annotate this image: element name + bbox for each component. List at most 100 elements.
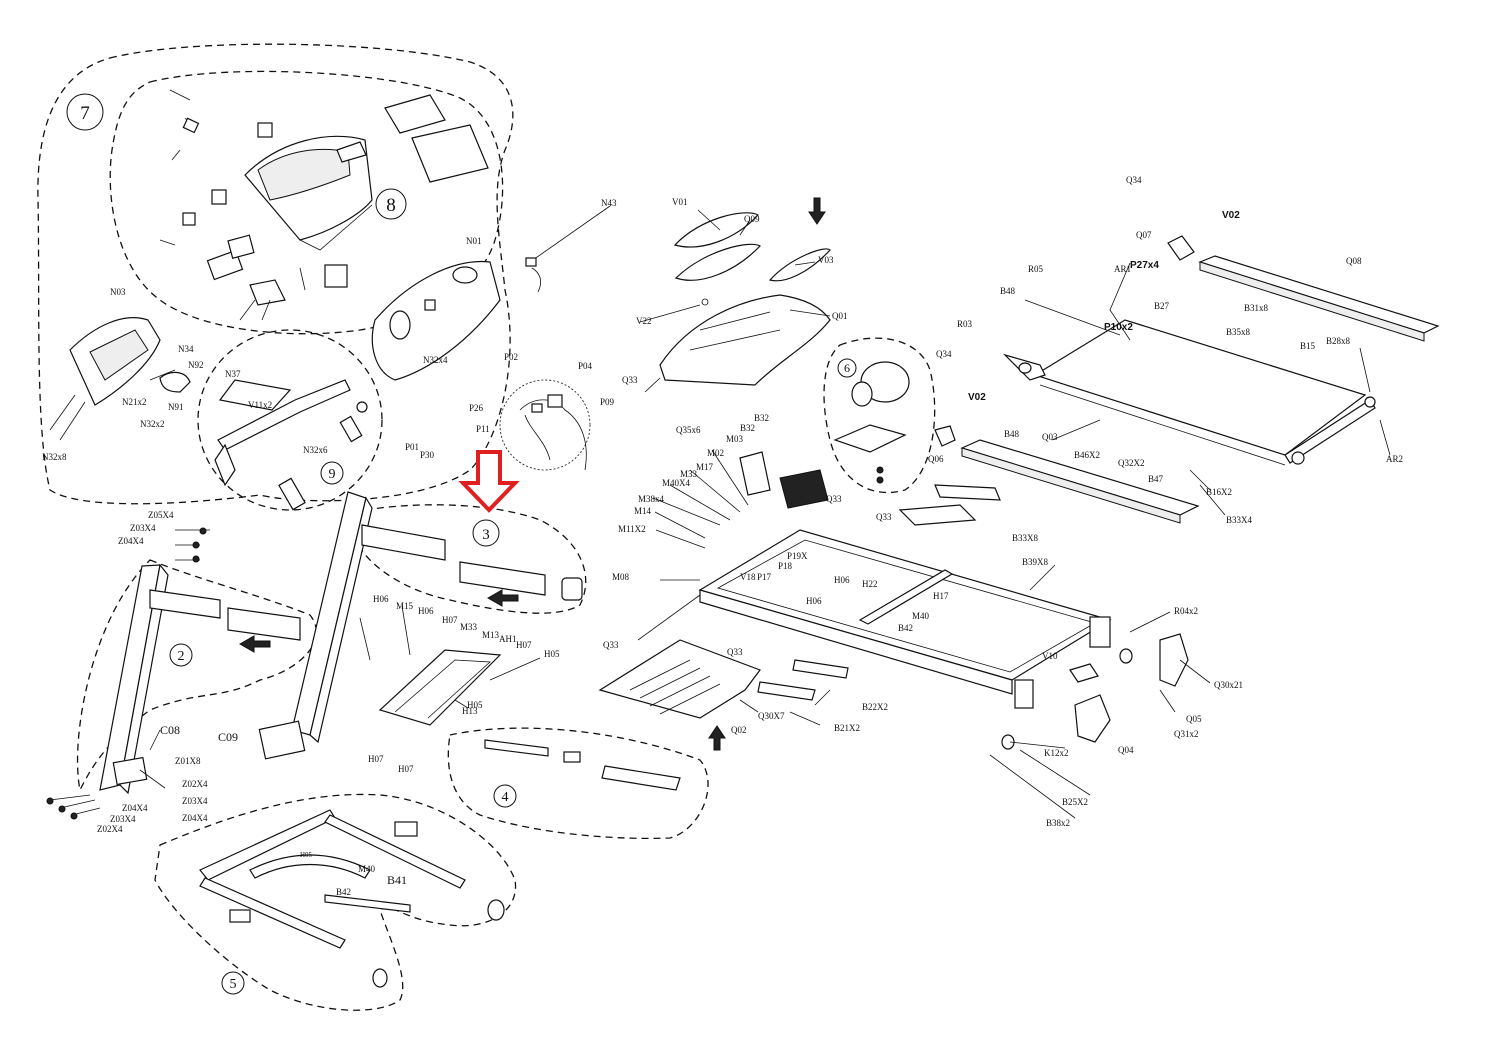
label-R05: R05 bbox=[1028, 264, 1044, 274]
label-M40X4: M40X4 bbox=[662, 478, 691, 488]
label-H07d: H07 bbox=[398, 764, 414, 774]
label-M17: M17 bbox=[696, 462, 714, 472]
label-Q01: Q01 bbox=[832, 311, 848, 321]
label-Z02X4-bot: Z02X4 bbox=[97, 824, 123, 834]
right-upright-post bbox=[258, 491, 583, 760]
label-Q33e: Q33 bbox=[727, 647, 743, 657]
label-B33X8: B33X8 bbox=[1012, 533, 1039, 543]
label-H06a: H06 bbox=[373, 594, 389, 604]
label-P19X: P19X bbox=[787, 551, 808, 561]
console-frame-n03 bbox=[49, 317, 191, 441]
label-N03: N03 bbox=[110, 287, 126, 297]
controller-board bbox=[739, 451, 829, 509]
label-B38x2: B38x2 bbox=[1046, 818, 1070, 828]
label-N43: N43 bbox=[601, 198, 617, 208]
label-P02: P02 bbox=[504, 352, 518, 362]
label-C08: C08 bbox=[160, 723, 180, 737]
group-4-boundary bbox=[447, 727, 709, 840]
console-upper-housing bbox=[244, 122, 373, 251]
label-B42b: B42 bbox=[898, 623, 913, 633]
label-Q34a: Q34 bbox=[1126, 175, 1142, 185]
base-frame bbox=[199, 809, 505, 988]
label-V02a: V02 bbox=[1222, 210, 1240, 221]
label-H07c: H07 bbox=[368, 754, 384, 764]
label-M14: M14 bbox=[634, 506, 652, 516]
label-H06d: H06 bbox=[806, 596, 822, 606]
group-6-badge bbox=[837, 358, 857, 378]
label-B48b: B48 bbox=[1004, 429, 1020, 439]
running-deck-b15 bbox=[1033, 319, 1376, 466]
assembly-arrow-down bbox=[808, 197, 826, 225]
hinge-bracket bbox=[378, 649, 502, 726]
label-Q02: Q02 bbox=[731, 725, 747, 735]
label-Z03X4-bot: Z03X4 bbox=[110, 814, 136, 824]
label-N92: N92 bbox=[188, 360, 204, 370]
label-M15: M15 bbox=[396, 601, 414, 611]
label-Q31x2: Q31x2 bbox=[1174, 729, 1199, 739]
label-Q33b: Q33 bbox=[826, 494, 842, 504]
label-P11: P11 bbox=[476, 424, 490, 434]
label-Q07: Q07 bbox=[1136, 230, 1152, 240]
label-H05b: H05 bbox=[467, 700, 483, 710]
rear-roller-r03 bbox=[1002, 353, 1046, 381]
label-M13: M13 bbox=[482, 630, 500, 640]
group-9-badge bbox=[320, 461, 344, 485]
label-P09: P09 bbox=[600, 397, 615, 407]
label-V02b: V02 bbox=[968, 392, 986, 403]
label-H17: H17 bbox=[933, 591, 949, 601]
label-B32a: B32 bbox=[754, 413, 769, 423]
label-Z05X4: Z05X4 bbox=[148, 510, 174, 520]
label-Q32X2: Q32X2 bbox=[1118, 458, 1145, 468]
group-5-boundary bbox=[154, 793, 517, 1011]
console-overlay-cards bbox=[336, 94, 489, 183]
label-M38x4: M38x4 bbox=[638, 494, 665, 504]
label-B22X2: B22X2 bbox=[862, 702, 888, 712]
group-8-badge bbox=[375, 188, 407, 220]
label-K12x2: K12x2 bbox=[1044, 748, 1069, 758]
wiring-harness bbox=[519, 394, 587, 471]
assembly-arrow-left bbox=[238, 635, 271, 653]
label-V01: V01 bbox=[672, 197, 688, 207]
group-3-boundary bbox=[354, 504, 587, 614]
group-9-boundary bbox=[197, 329, 383, 511]
label-P17: P17 bbox=[757, 572, 772, 582]
label-B16X2: B16X2 bbox=[1206, 487, 1232, 497]
label-B39X8: B39X8 bbox=[1022, 557, 1049, 567]
group-7-number: 7 bbox=[80, 103, 90, 124]
label-N37: N37 bbox=[225, 369, 241, 379]
label-Q33c: Q33 bbox=[876, 512, 892, 522]
console-cover-n01 bbox=[371, 260, 501, 381]
label-Q05: Q05 bbox=[1186, 714, 1202, 724]
group-5-badge bbox=[221, 971, 245, 995]
group-4-badge bbox=[493, 784, 517, 808]
group-9-number: 9 bbox=[329, 467, 336, 482]
group-8-number: 8 bbox=[386, 195, 396, 216]
group-7-boundary bbox=[37, 43, 514, 505]
label-R03: R03 bbox=[957, 319, 973, 329]
label-M33b: M33 bbox=[680, 469, 698, 479]
label-AR2: AR2 bbox=[1386, 454, 1403, 464]
label-N91: N91 bbox=[168, 402, 184, 412]
label-N32x2: N32x2 bbox=[140, 419, 165, 429]
label-H06c: H06 bbox=[834, 575, 850, 585]
label-H13: H13 bbox=[462, 706, 478, 716]
label-M08: M08 bbox=[612, 572, 630, 582]
handlebar-frame bbox=[214, 379, 368, 511]
label-M40b: M40 bbox=[912, 611, 930, 621]
label-Q06: Q06 bbox=[928, 454, 944, 464]
label-Z01X8: Z01X8 bbox=[175, 756, 201, 766]
part-labels: N43 N01 N03 N34 N92 N21x2 N91 N32x2 N32x… bbox=[42, 175, 1403, 897]
label-P04: P04 bbox=[578, 361, 593, 371]
label-N32x6: N32x6 bbox=[303, 445, 328, 455]
motor-tray-q02 bbox=[598, 639, 761, 719]
label-Z03X4-mid: Z03X4 bbox=[182, 796, 208, 806]
label-M40a: M40 bbox=[358, 864, 376, 874]
label-N32x8: N32x8 bbox=[42, 452, 67, 462]
group-4-number: 4 bbox=[502, 790, 509, 805]
group-6-boundary bbox=[823, 337, 936, 494]
group-7-badge bbox=[66, 93, 104, 131]
assembly-arrow-up bbox=[708, 725, 726, 751]
group-2-badge bbox=[169, 643, 193, 667]
label-P27x4: P27x4 bbox=[1130, 260, 1159, 271]
